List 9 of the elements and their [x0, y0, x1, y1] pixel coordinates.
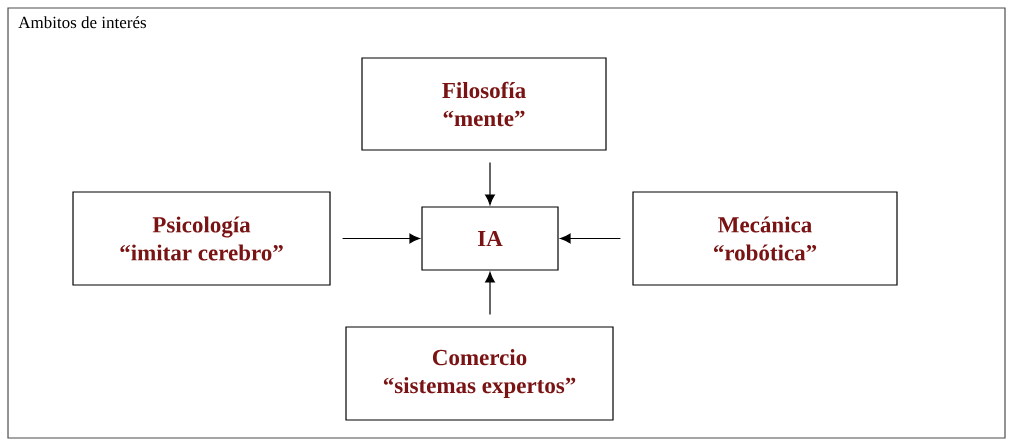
- arrow: [560, 233, 621, 244]
- topic-box: Filosofía “mente”: [361, 57, 607, 151]
- arrow: [342, 233, 420, 244]
- topic-box: IA: [421, 206, 559, 271]
- arrow: [485, 162, 495, 205]
- topic-box: Mecánica “robótica”: [632, 191, 898, 286]
- topic-box: Comercio “sistemas expertos”: [345, 326, 614, 421]
- topic-box: Psicología “imitar cerebro”: [72, 191, 331, 286]
- arrow: [485, 272, 495, 315]
